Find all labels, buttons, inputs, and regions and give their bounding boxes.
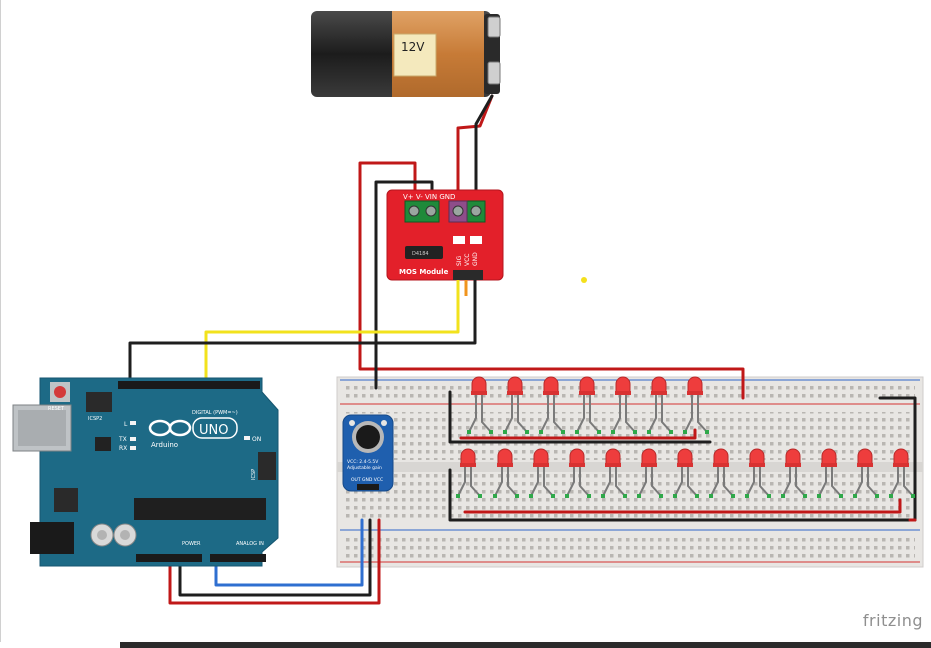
analog-header-label: ANALOG IN bbox=[236, 541, 264, 547]
digital-header-label: DIGITAL (PWM=~) bbox=[192, 410, 238, 416]
battery-voltage-label: 12V bbox=[401, 40, 425, 54]
mos-pin-sig: SIG bbox=[456, 255, 463, 266]
mos-module: V+ V- VIN GND D4184 SIG VCC GND MOS Modu… bbox=[386, 189, 504, 296]
led-rx-label: RX bbox=[119, 445, 127, 452]
led-red bbox=[493, 448, 519, 498]
led-tx-label: TX bbox=[118, 436, 127, 443]
mos-title: MOS Module bbox=[399, 268, 449, 276]
led-red bbox=[565, 448, 591, 498]
breadboard bbox=[336, 376, 924, 568]
mos-chip-label: D4184 bbox=[412, 251, 429, 257]
led-red bbox=[647, 376, 673, 434]
led-row-bottom bbox=[456, 448, 915, 498]
arduino-brand-label: Arduino bbox=[151, 441, 178, 449]
led-red bbox=[781, 448, 807, 498]
fritzing-logo: fritzing bbox=[862, 611, 923, 630]
led-red bbox=[709, 448, 735, 498]
wires bbox=[128, 94, 917, 605]
led-red bbox=[456, 448, 482, 498]
mos-top-terminals-label: V+ V- VIN GND bbox=[403, 193, 455, 201]
on-label: ON bbox=[252, 436, 261, 443]
led-red bbox=[673, 448, 699, 498]
led-red bbox=[529, 448, 555, 498]
power-header-label: POWER bbox=[182, 541, 201, 547]
led-red bbox=[853, 448, 879, 498]
led-red bbox=[539, 376, 565, 434]
microphone-module: VCC: 2.4-5.5V Adjustable gain OUT GND VC… bbox=[342, 414, 394, 492]
led-red bbox=[503, 376, 529, 434]
mos-pin-vcc: VCC bbox=[464, 254, 471, 266]
mic-spec-line1: VCC: 2.4-5.5V bbox=[347, 459, 379, 465]
marker-dot bbox=[581, 277, 587, 283]
led-red bbox=[601, 448, 627, 498]
arduino-model-label: UNO bbox=[199, 423, 228, 438]
mic-pin-labels: OUT GND VCC bbox=[351, 477, 383, 483]
led-red bbox=[745, 448, 771, 498]
icsp2-label: ICSP2 bbox=[88, 416, 102, 422]
arduino-uno: RESET ICSP2 DIGITAL (PWM=~) L TX RX UNO … bbox=[12, 377, 279, 567]
led-red bbox=[611, 376, 637, 434]
mos-pin-gnd: GND bbox=[472, 252, 479, 266]
led-red bbox=[889, 448, 915, 498]
led-red bbox=[575, 376, 601, 434]
led-red bbox=[817, 448, 843, 498]
bottom-bar bbox=[0, 642, 931, 648]
led-row-top bbox=[467, 376, 709, 434]
icsp-label: ICSP bbox=[251, 469, 257, 480]
battery-12v: 12V bbox=[311, 11, 501, 97]
reset-label: RESET bbox=[48, 406, 65, 412]
led-red bbox=[683, 376, 709, 434]
mic-spec-line2: Adjustable gain bbox=[347, 465, 382, 471]
led-red bbox=[637, 448, 663, 498]
led-red bbox=[467, 376, 493, 434]
led-l-label: L bbox=[124, 421, 128, 428]
